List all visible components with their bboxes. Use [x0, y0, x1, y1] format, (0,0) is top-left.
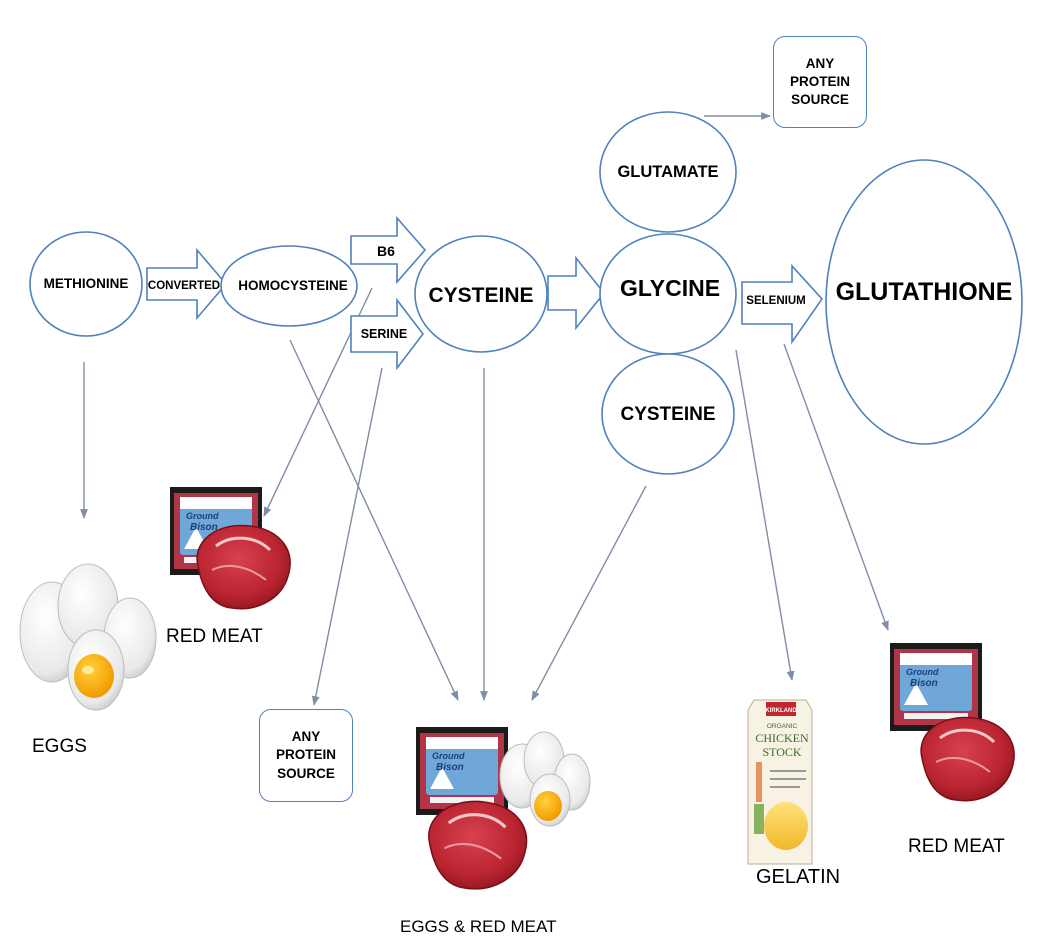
cysteine-main-label: CYSTEINE	[428, 284, 533, 307]
eggs-image	[19, 563, 157, 711]
red-meat-left-label: RED MEAT	[166, 626, 263, 647]
bison-pack-text-center-2: Bison	[436, 762, 464, 773]
block-arrows	[146, 215, 824, 371]
serine-label: SERINE	[361, 327, 408, 341]
connector-serine-protein	[311, 367, 383, 706]
protein-source-top-label: ANY PROTEIN SOURCE	[789, 55, 850, 108]
cysteine-sub-node	[601, 353, 735, 475]
bison-pack-text-right-2: Bison	[910, 678, 938, 689]
glutamate-node	[599, 111, 737, 233]
red-meat-right-label: RED MEAT	[908, 836, 1005, 857]
homocysteine-node	[220, 245, 358, 327]
glutathione-node	[825, 159, 1023, 445]
arrow-converted	[146, 247, 228, 321]
carton-text-1: ORGANIC	[767, 723, 798, 730]
carton-text-2: CHICKEN	[755, 731, 809, 745]
eggs-label: EGGS	[32, 736, 87, 757]
ellipses	[29, 111, 1023, 475]
bison-pack-text-right-1: Ground	[906, 667, 939, 677]
carton-text-3: STOCK	[762, 745, 801, 759]
b6-label: B6	[377, 243, 395, 259]
connector-glycine-gelatin	[735, 349, 795, 681]
connector-homocysteine-eggs-red-meat	[289, 339, 459, 701]
converted-label: CONVERTED	[148, 280, 220, 292]
carton-brand-text: KIRKLAND	[765, 708, 797, 714]
eggs-red-meat-label: EGGS & RED MEAT	[400, 917, 557, 936]
protein-source-bottom-box: ANY PROTEIN SOURCE	[259, 709, 353, 802]
cysteine-main-node	[414, 235, 548, 353]
methionine-node	[29, 231, 143, 337]
connectors	[80, 112, 889, 706]
red-meat-left-image: Ground Bison	[170, 487, 292, 611]
protein-source-top-box: ANY PROTEIN SOURCE	[773, 36, 867, 128]
bison-pack-text-left-2: Bison	[190, 522, 218, 533]
arrow-selenium	[741, 263, 824, 345]
bison-pack-text-center-1: Ground	[432, 751, 465, 761]
connector-selenium-red-meat	[783, 343, 889, 631]
arrow-cysteine-to-glycine	[547, 255, 606, 331]
gelatin-image: KIRKLAND ORGANIC CHICKEN STOCK	[747, 699, 813, 865]
methionine-label: METHIONINE	[44, 276, 129, 291]
gelatin-label: GELATIN	[756, 866, 841, 888]
glutamate-label: GLUTAMATE	[617, 163, 718, 181]
arrow-serine	[350, 297, 425, 371]
homocysteine-label: HOMOCYSTEINE	[238, 278, 348, 293]
bison-pack-text-left-1: Ground	[186, 511, 219, 521]
glycine-label: GLYCINE	[620, 275, 720, 301]
protein-source-bottom-label: ANY PROTEIN SOURCE	[275, 729, 336, 781]
cysteine-sub-label: CYSTEINE	[620, 404, 715, 425]
connector-cysteine-sub-eggs-red-meat	[531, 485, 647, 701]
selenium-label: SELENIUM	[746, 295, 805, 307]
red-meat-right-image: Ground Bison	[890, 643, 1016, 803]
arrow-b6	[350, 215, 427, 285]
eggs-red-meat-image: Ground Bison	[416, 727, 591, 891]
glutathione-label: GLUTATHIONE	[836, 278, 1013, 306]
